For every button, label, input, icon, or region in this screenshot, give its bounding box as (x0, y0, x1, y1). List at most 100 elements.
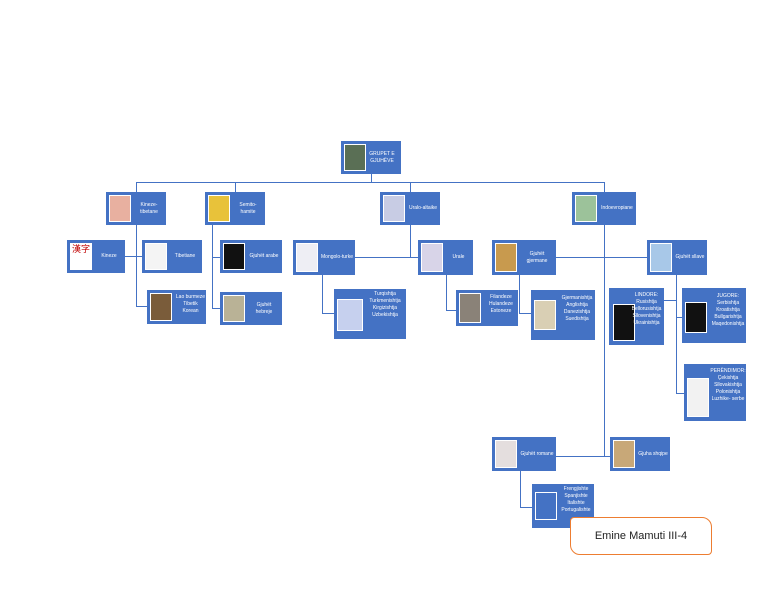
node-gjuhet-gjermane: Gjuhët gjermane (492, 240, 556, 275)
connector-indo-h (556, 257, 647, 258)
list-item: JUGORE: (716, 293, 740, 299)
gjermane-list: Gjermanishtja Anglishtja Danezishtja Sue… (559, 295, 595, 323)
connector-romane-h (520, 507, 532, 508)
connector-perendimore (676, 393, 684, 394)
lindore-list: LINDORE: Rusishtja Bellorusishtja Sllove… (629, 292, 664, 327)
flag-image (535, 492, 557, 520)
map-image (459, 293, 481, 323)
map-image (575, 195, 597, 222)
script-image (687, 378, 709, 417)
node-label: Tibetiane (174, 253, 196, 259)
map-image (109, 195, 131, 222)
node-label: Gjuhët gjermane (526, 250, 548, 264)
lao-list: Lao burmeze Tibetik Korean (175, 294, 206, 315)
list-item: Uzbekishtja (372, 312, 398, 318)
tree-image (344, 144, 366, 171)
map-image (495, 440, 517, 468)
connector-romane-shqipe (556, 456, 610, 457)
connector-kineze-h (125, 256, 142, 257)
list-item: Sllovakishtja (714, 382, 742, 388)
jugore-list: JUGORE: Serbishtja Kroatishtja Bullgaris… (710, 293, 746, 328)
list-item: Ukrainishtja (633, 320, 660, 326)
node-indoevropiane: Indoevropiane (572, 192, 636, 225)
list-item: Spanjishte (564, 493, 588, 499)
script-image (613, 304, 635, 341)
node-label: Gjuhët romane (520, 450, 554, 457)
connector-hebreje (212, 308, 220, 309)
connector-uralo-trunk (410, 225, 411, 257)
node-label: Indoevropiane (601, 205, 633, 211)
list-item: Gjermanishtja (561, 295, 593, 301)
list-item: Estoneze (490, 308, 512, 314)
list-item: Bullgarishtja (714, 314, 742, 320)
list-item: Bellorusishtja (631, 306, 662, 312)
node-label: Gjuhët hebreje (255, 301, 273, 315)
node-gjermane-list: Gjermanishtja Anglishtja Danezishtja Sue… (531, 290, 595, 340)
map-image (495, 243, 517, 272)
map-image (337, 299, 363, 331)
connector-sllave-v (676, 275, 677, 393)
node-gjuhet-arabe: Gjuhët arabe (220, 240, 282, 273)
list-item: Sllovenishtja (632, 313, 661, 319)
list-item: Luzhike- serbe (711, 396, 745, 402)
node-label: Kineze-tibetane (140, 201, 158, 215)
node-label: Uralo-altaike (408, 205, 438, 211)
list-item: Maqedonishtja (711, 321, 745, 327)
list-item: Frengjishte (563, 486, 589, 492)
connector-drop-indo (604, 182, 605, 192)
connector-drop-semito (235, 182, 236, 192)
connector-turke-v (322, 275, 323, 313)
list-item: Korean (182, 308, 199, 314)
list-item: Serbishtja (716, 300, 740, 306)
root-node: GRUPET E GJUHËVE (341, 141, 401, 174)
node-label: Gjuhët sllave (675, 254, 705, 260)
connector-indo-trunk (604, 225, 605, 456)
map-image (296, 243, 318, 272)
node-gjuhet-sllave: Gjuhët sllave (647, 240, 707, 275)
node-mongolo-turke: Mongolo-turke (293, 240, 355, 275)
connector-arabe (212, 257, 220, 258)
node-kineze-tibetane: Kineze-tibetane (106, 192, 166, 225)
list-item: Italishte (567, 500, 585, 506)
node-perendimore: PERËNDIMOR: Çekishtja Sllovakishtja Polo… (684, 364, 746, 421)
map-image (383, 195, 405, 222)
connector-drop-kineze (136, 182, 137, 192)
list-item: Portugalishte (561, 507, 591, 513)
node-tibetiane: Tibetiane (142, 240, 202, 273)
list-item: Kirgizishtja (372, 305, 398, 311)
node-label: Mongolo-turke (321, 254, 353, 260)
connector-jugore (676, 317, 682, 318)
node-jugore: JUGORE: Serbishtja Kroatishtja Bullgaris… (682, 288, 746, 343)
node-lao-burmeze: Lao burmeze Tibetik Korean (147, 290, 206, 324)
connector-kineze-trunk (136, 225, 137, 306)
map-image (421, 243, 443, 272)
script-image (223, 243, 245, 270)
node-label: Kineze (101, 253, 117, 259)
list-item: Tibetik (183, 301, 198, 307)
turke-list: Turqishtja Turkmenishtja Kirgizishtja Uz… (364, 291, 406, 319)
list-item: Rusishtja (636, 299, 657, 305)
list-item: Suedishtja (565, 316, 589, 322)
script-image (150, 293, 172, 321)
connector-level1-bus (136, 182, 605, 183)
list-item: Polonishtja (715, 389, 741, 395)
list-item: Çekishtja (717, 375, 739, 381)
connector-gjermane-h (519, 313, 531, 314)
connector-urale-v (446, 275, 447, 310)
node-lindore: LINDORE: Rusishtja Bellorusishtja Sllove… (609, 288, 664, 345)
node-label: Urale (452, 254, 465, 260)
connector-lao (136, 306, 147, 307)
connector-uralo-h (355, 257, 418, 258)
list-item: Filandeze (490, 294, 512, 300)
list-item: Anglishtja (566, 302, 588, 308)
script-image (145, 243, 167, 270)
node-kineze: 漢字 Kineze (67, 240, 125, 273)
node-gjuhet-hebreje: Gjuhët hebreje (220, 292, 282, 325)
script-image (685, 302, 707, 333)
node-label: Gjuhët arabe (249, 253, 279, 259)
connector-urale-h (446, 310, 456, 311)
node-urale-list: Filandeze Hulandeze Estoneze (456, 290, 518, 326)
node-urale: Urale (418, 240, 473, 275)
node-uralo-altaike: Uralo-altaike (380, 192, 440, 225)
